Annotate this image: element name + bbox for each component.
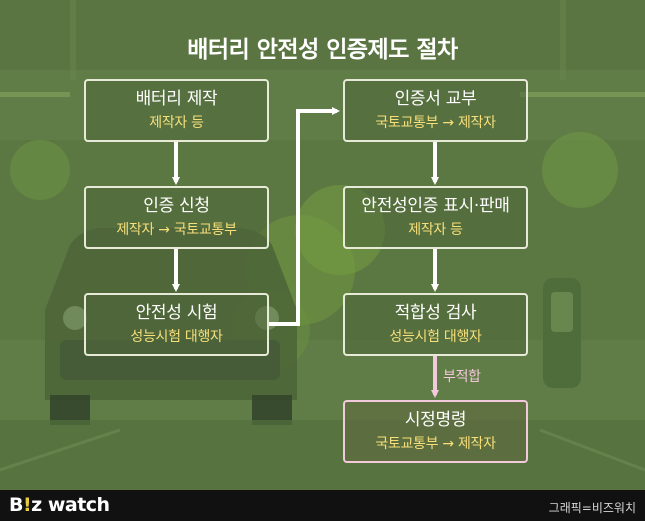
step-4-actor: 국토교통부 → 제작자	[375, 115, 496, 131]
step-2-title: 인증 신청	[143, 196, 210, 216]
nonconformity-label: 부적합	[443, 369, 481, 385]
step-6-actor: 성능시험 대행자	[389, 329, 482, 345]
step-7-actor: 국토교통부 → 제작자	[375, 436, 496, 452]
step-corrective-order: 시정명령 국토교통부 → 제작자	[343, 400, 528, 463]
step-3-title: 안전성 시험	[135, 303, 218, 323]
step-5-actor: 제작자 등	[408, 222, 463, 238]
step-1-actor: 제작자 등	[149, 115, 204, 131]
step-3-actor: 성능시험 대행자	[130, 329, 223, 345]
bizwatch-logo: B!z watch	[9, 494, 110, 516]
step-5-title: 안전성인증 표시·판매	[361, 196, 510, 216]
step-battery-manufacture: 배터리 제작 제작자 등	[84, 79, 269, 142]
graphic-credit: 그래픽=비즈워치	[548, 501, 636, 515]
footer-bar: B!z watch 그래픽=비즈워치	[0, 490, 645, 521]
page-title: 배터리 안전성 인증제도 절차	[187, 37, 458, 63]
step-6-title: 적합성 검사	[394, 303, 477, 323]
step-1-title: 배터리 제작	[135, 89, 218, 109]
step-certification-application: 인증 신청 제작자 → 국토교통부	[84, 186, 269, 249]
step-7-title: 시정명령	[404, 410, 467, 430]
step-4-title: 인증서 교부	[394, 89, 477, 109]
step-2-actor: 제작자 → 국토교통부	[116, 222, 237, 238]
step-marking-and-sale: 안전성인증 표시·판매 제작자 등	[343, 186, 528, 249]
step-conformity-inspection: 적합성 검사 성능시험 대행자	[343, 293, 528, 356]
step-safety-test: 안전성 시험 성능시험 대행자	[84, 293, 269, 356]
step-certificate-issuance: 인증서 교부 국토교통부 → 제작자	[343, 79, 528, 142]
